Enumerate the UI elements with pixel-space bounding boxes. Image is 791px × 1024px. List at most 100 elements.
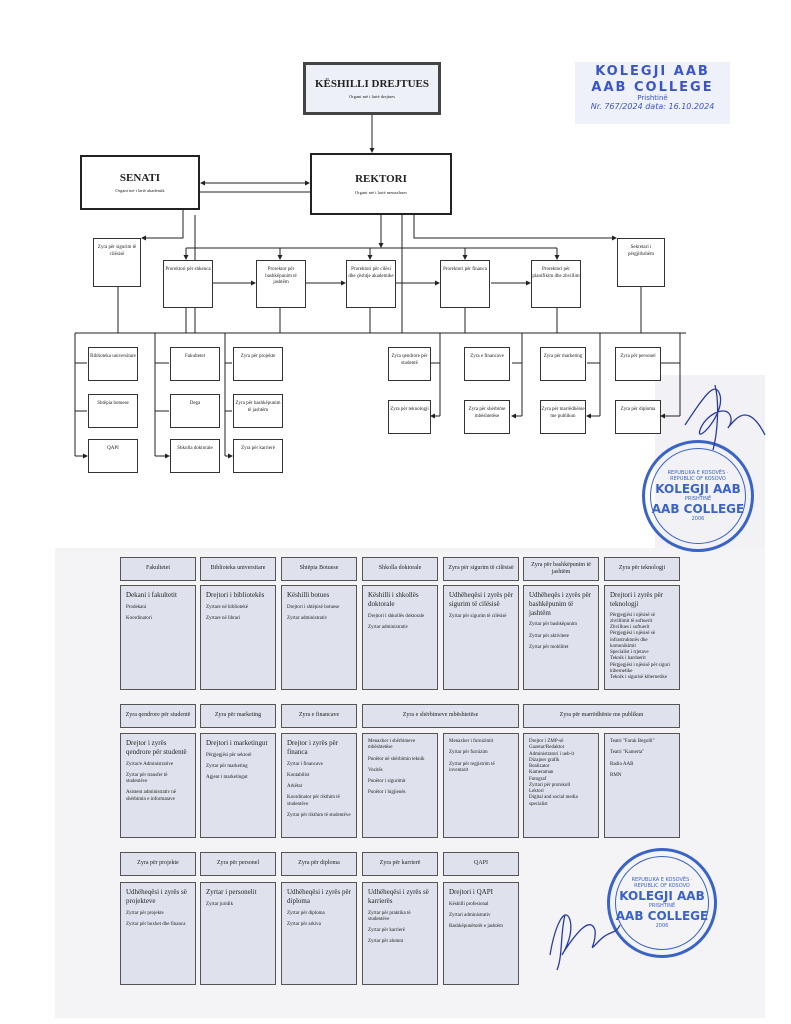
- quality-office-box: Zyra për sigurim të cilësisë: [93, 238, 141, 287]
- unit-role: Teknik i sigurisë kibernetike: [610, 675, 667, 680]
- unit-role: Realizator: [529, 764, 550, 769]
- office-box: Zyra për projekte: [233, 347, 283, 381]
- office-box: Zyra për personel: [615, 347, 661, 381]
- unit-role: Kontabilist: [287, 772, 310, 778]
- unit-role: Gazetar/Redaktor: [529, 745, 565, 751]
- unit-role: Drejtori i shkollës doktorale: [368, 613, 425, 619]
- rector-title: REKTORI: [355, 173, 407, 186]
- unit-role: Prodekani: [126, 604, 147, 610]
- unit-role: Dizajner grafik: [529, 757, 560, 763]
- office-box: Shtëpia botuese: [88, 394, 138, 428]
- unit-role: Zyrtar për karrierë: [368, 928, 405, 933]
- unit-role: Lektori: [529, 789, 544, 794]
- unit-role: Zyrtar për mobilitet: [529, 644, 569, 650]
- office-box: Zyra qendrore për studentë: [388, 347, 431, 381]
- unit-role: Digital and social media specialist: [529, 795, 578, 807]
- unit-role: Udhëheqësi i zyrës për diploma: [287, 888, 351, 905]
- unit-role: Zhvillues i softuerit: [610, 625, 650, 630]
- unit-role: Udhëheqësi i zyrës së projekteve: [126, 888, 187, 905]
- unit-role: Zyrtar për furnizim: [449, 750, 488, 756]
- senate-subtitle: Organi më i lartë akademik: [115, 188, 165, 194]
- unit-role: Zyrtar i financave: [287, 761, 323, 767]
- unit-role: Administratori i ueb-it: [529, 751, 574, 757]
- unit-role: Udhëheqës i zyrës për bashkëpunim të jas…: [529, 591, 592, 617]
- unit-header: Zyra për marketing: [200, 704, 276, 728]
- board-box: KËSHILLI DREJTUES Organi më i lartë drej…: [303, 62, 441, 115]
- unit-role: Drejtori i marketingut: [206, 739, 268, 747]
- vice-rector-box: Prorektori për planifikim dhe zhvillim: [531, 260, 581, 308]
- unit-role: Zyrtar për buxhet dhe financa: [126, 921, 186, 927]
- unit-header: Zyra për karrierë: [362, 852, 438, 876]
- unit-role: Udhëheqësi i zyrës së karrierës: [368, 888, 429, 905]
- org-chart-connectors: [74, 115, 686, 548]
- office-box: Dega: [170, 394, 220, 428]
- unit-role: Zyrtar i personelit: [206, 888, 257, 896]
- unit-role: Zyrtar për aktivitete: [529, 633, 569, 639]
- unit-role: Arkëtar: [287, 784, 303, 789]
- office-box: Biblioteka universitare: [88, 347, 138, 381]
- board-title: KËSHILLI DREJTUES: [314, 77, 429, 90]
- unit-body: Teatri "Faruk Begolli"Teatri "Kamerta"Ra…: [604, 733, 680, 838]
- unit-role: Menaxher i shërbimeve mbështetëse: [368, 739, 416, 751]
- college-seal: REPUBLIKA E KOSOVËS · REPUBLIC OF KOSOVO…: [642, 440, 754, 552]
- unit-header: Zyra për teknologji: [604, 557, 680, 581]
- unit-header: Zyra për personel: [200, 852, 276, 876]
- unit-header: Zyra për diploma: [281, 852, 357, 876]
- unit-role: Zyrtar për sigurim të cilësisë: [449, 613, 507, 619]
- unit-header: Zyra për sigurim të cilësisë: [443, 557, 519, 581]
- rector-box: REKTORI Organi më i lartë menaxhues: [310, 153, 452, 215]
- unit-role: Drejtori i bibliotekës: [206, 591, 265, 599]
- unit-header: Fakultetet: [120, 557, 196, 581]
- unit-header: Zyra për bashkëpunim të jashtëm: [523, 557, 599, 581]
- board-subtitle: Organi më i lartë drejtues: [349, 94, 395, 100]
- office-box: Zyra për shërbime mbështetëse: [464, 400, 510, 434]
- unit-role: Zyrtar për projekte: [126, 910, 164, 916]
- office-box: Shkolla doktorale: [170, 439, 220, 473]
- unit-body: Udhëheqësi i zyrës për sigurim të cilësi…: [443, 585, 519, 690]
- unit-role: Punëtor në shërbimin teknik: [368, 756, 425, 762]
- unit-header: Zyra për projekte: [120, 852, 196, 876]
- vice-rector-box: Prorektori për shkenca: [163, 260, 213, 308]
- unit-role: Zyrtare në librari: [206, 616, 241, 621]
- unit-role: Zyrtari për protokoll: [529, 782, 571, 788]
- vice-rector-box: Prorektor për bashkëpunim të jashtëm: [256, 260, 306, 308]
- unit-role: Fotograf: [529, 776, 547, 782]
- unit-role: Zyrtar juridik: [206, 901, 234, 907]
- office-box: Zyra për marrëdhënie me publikun: [540, 400, 586, 434]
- secretary-box: Sekretari i përgjithshëm: [617, 238, 665, 287]
- unit-role: Përgjegjësi i njësisë së zhvillimit të s…: [610, 612, 656, 624]
- unit-role: Radio AAB: [610, 761, 634, 767]
- unit-role: Zyrtar për arkiva: [287, 921, 321, 927]
- unit-role: RMN: [610, 772, 622, 778]
- stamp-date: data: 16.10.2024: [645, 102, 715, 111]
- signature-2: [549, 914, 621, 971]
- unit-role: Përgjegjësi për sektorë: [206, 752, 252, 758]
- unit-role: Specialist i rrjetave: [610, 650, 649, 655]
- unit-role: Zyrtar për bashkëpunim: [529, 622, 578, 628]
- unit-header: Zyra për marrëdhënie me publikun: [523, 704, 680, 728]
- unit-role: Zyrtar për diploma: [287, 910, 325, 916]
- unit-role: Bashkëpunëtorët e jashtëm: [449, 924, 503, 930]
- unit-body: Udhëheqës i zyrës për bashkëpunim të jas…: [523, 585, 599, 690]
- office-box: Zyra për teknologji: [388, 400, 431, 434]
- registration-stamp: KOLEGJI AAB AAB COLLEGE Prishtinë Nr. 76…: [575, 62, 730, 124]
- unit-role: Drejtor i zyrës qendrore për studentë: [126, 739, 187, 756]
- unit-role: Zyrtar për regjistrim të inventarit: [449, 761, 495, 773]
- unit-role: Udhëheqësi i zyrës për sigurim të cilësi…: [449, 591, 513, 608]
- unit-role: Dekani i fakultetit: [126, 591, 177, 599]
- unit-role: Drejtori i shtëpisë botuese: [287, 604, 340, 610]
- unit-role: Drejtor i zyrës për financa: [287, 739, 339, 756]
- unit-role: Përgjegjësi i njësisë së infrastrukturës…: [610, 631, 656, 649]
- senate-box: SENATI Organi më i lartë akademik: [80, 155, 200, 210]
